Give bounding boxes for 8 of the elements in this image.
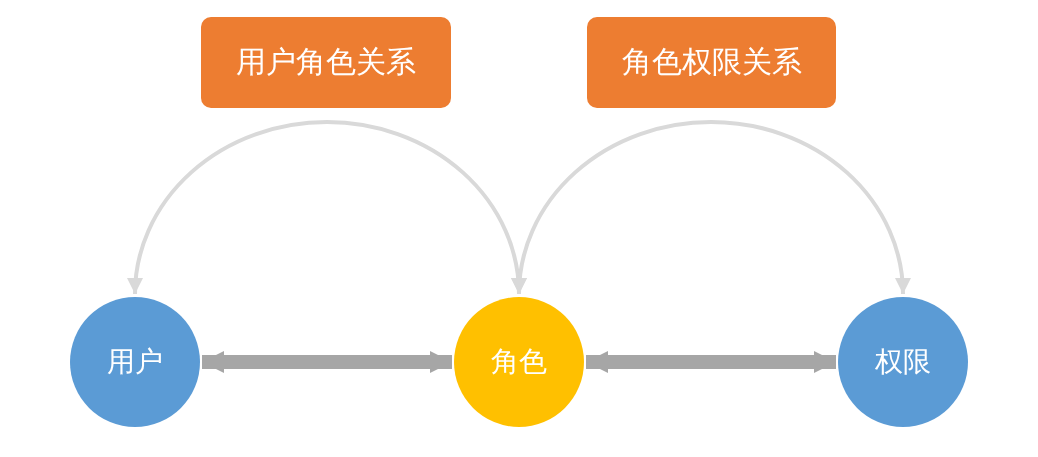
label-box: 角色权限关系 [587, 17, 836, 108]
circle: 用户 [70, 297, 200, 427]
circle: 角色 [454, 297, 584, 427]
double-arrow [202, 351, 452, 373]
label-box: 用户角色关系 [201, 17, 451, 108]
curved-arrow [512, 120, 910, 295]
circle: 权限 [838, 297, 968, 427]
double-arrow [586, 351, 836, 373]
